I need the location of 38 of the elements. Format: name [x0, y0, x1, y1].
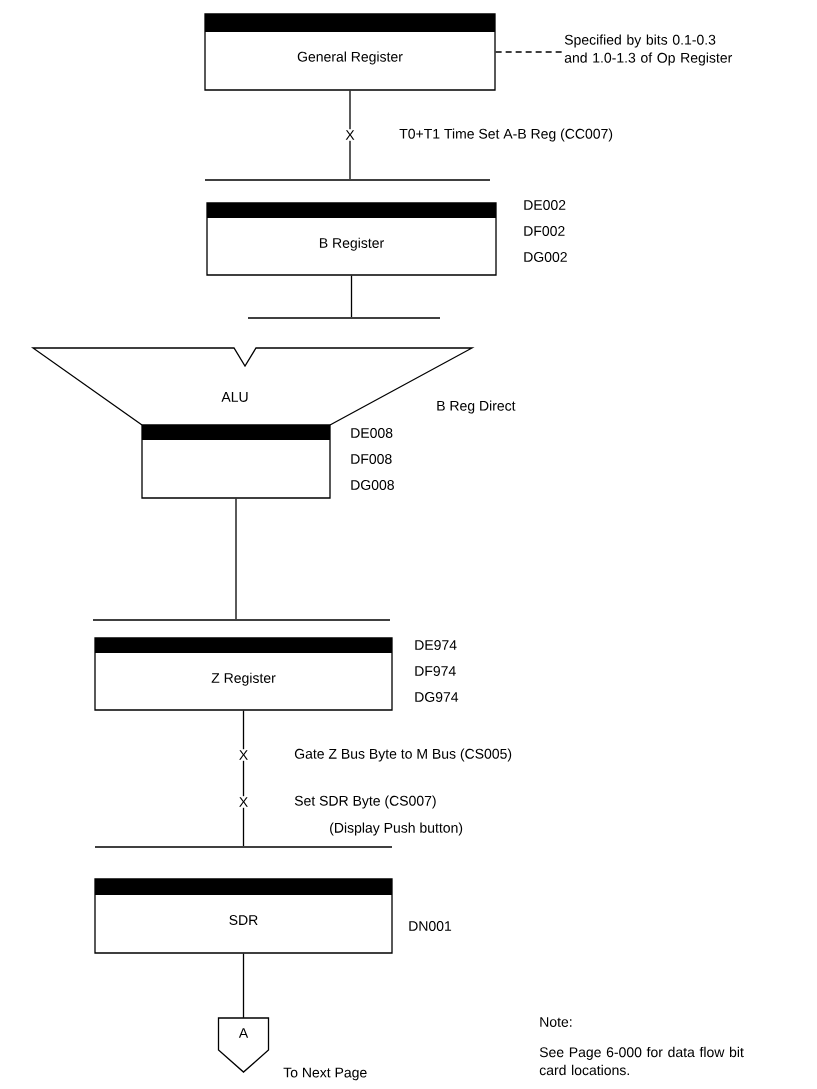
gate-mark: X [344, 129, 356, 141]
text-label: B Reg Direct [435, 399, 517, 415]
register-box: SDR [94, 878, 393, 954]
edge-label: T0+T1 Time Set A-B Reg (CC007) [398, 127, 615, 143]
gate-mark: X [237, 749, 250, 761]
gate-mark: X [237, 796, 250, 808]
connector-line [495, 51, 564, 53]
text-label: (Display Push button) [328, 821, 465, 837]
location-label: DG008 [349, 479, 396, 491]
location-label: To Next Page [283, 1067, 367, 1081]
bus-line [248, 317, 440, 319]
location-label: DE002 [524, 200, 566, 210]
connector-line [350, 275, 353, 318]
register-box: Z Register [94, 637, 393, 711]
location-label: DG002 [524, 252, 567, 262]
register-box: General Register [204, 13, 496, 91]
location-label: DN001 [409, 921, 452, 931]
location-label: DF974 [415, 666, 456, 676]
note-text: See Page 6-000 for data flow bit card locations. [538, 1045, 746, 1077]
bus-line [95, 846, 392, 848]
connector-line [242, 710, 245, 847]
text-label: Gate Z Bus Byte to M Bus (CS005) [293, 747, 514, 763]
location-label: DE974 [415, 640, 457, 650]
connector-line [235, 498, 237, 620]
connector-line [242, 953, 245, 1019]
note-heading: Note: [538, 1016, 574, 1028]
location-label: DF002 [524, 226, 565, 236]
connector-line [349, 90, 351, 180]
text-label: Set SDR Byte (CS007) [293, 794, 438, 810]
location-label: DF008 [349, 453, 394, 465]
bus-line [93, 619, 390, 621]
register-box: B Register [206, 202, 497, 276]
note-text: Specified by bits 0.1-0.3 and 1.0-1.3 of Op Register [564, 34, 733, 66]
location-label: DG974 [415, 692, 459, 702]
register-box [141, 424, 331, 499]
off-page-connector: A [217, 1017, 270, 1073]
bus-line [205, 179, 490, 181]
location-label: DE008 [349, 427, 394, 439]
